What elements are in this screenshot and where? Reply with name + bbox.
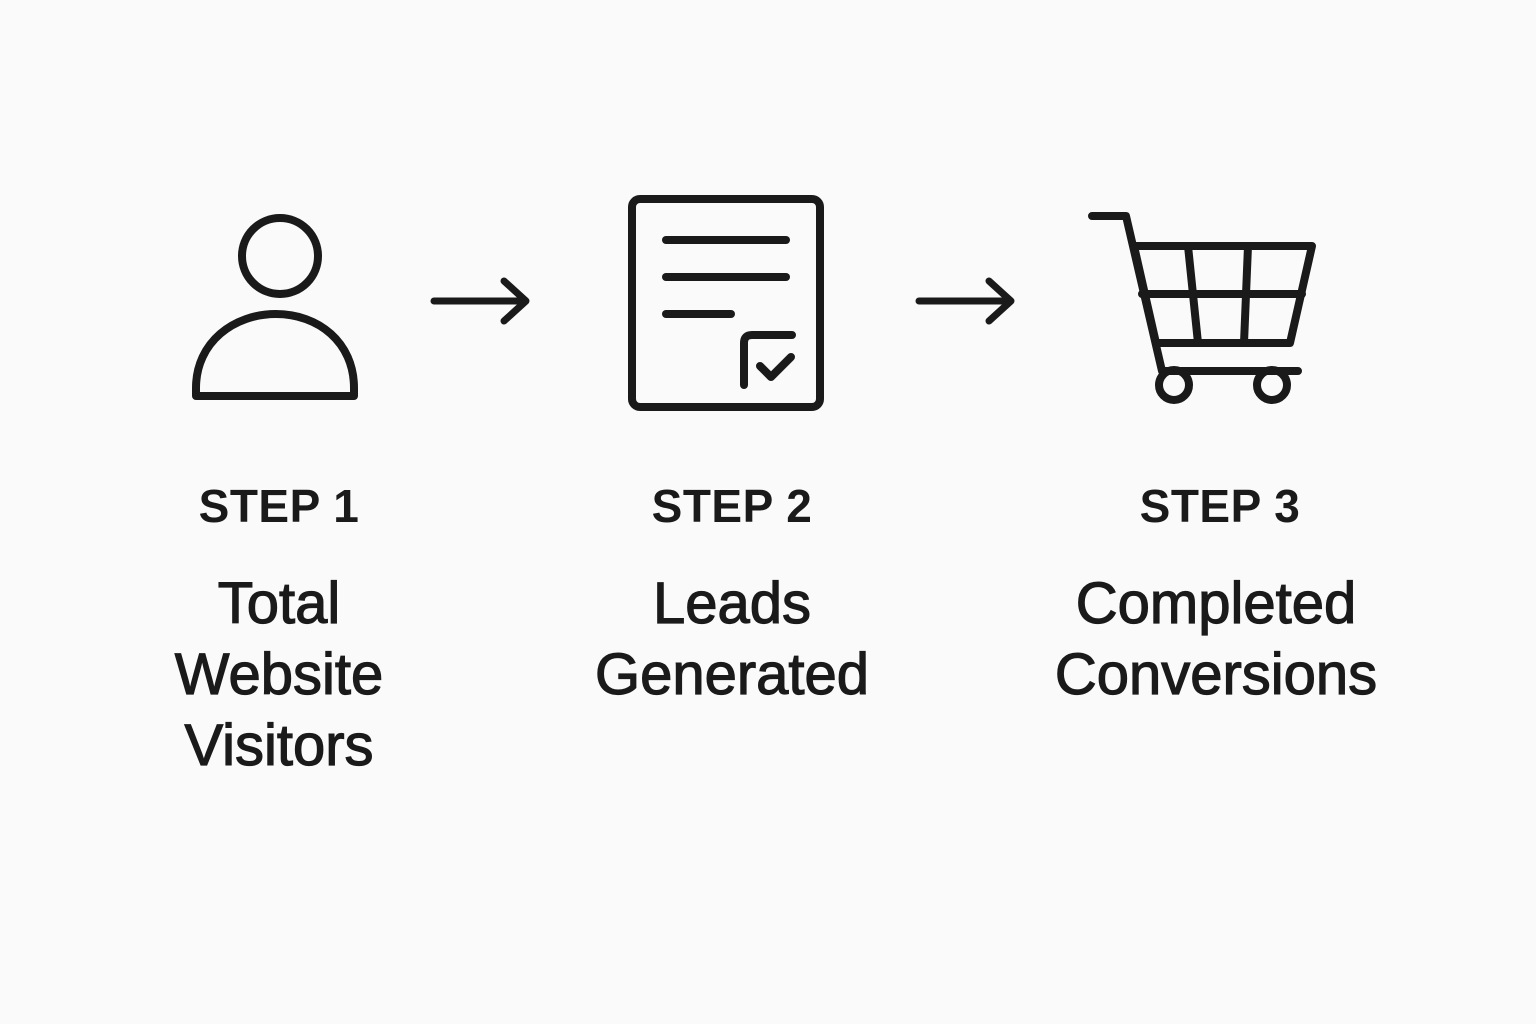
- connector-arrow-1: [430, 276, 534, 326]
- shopping-cart-icon: [1088, 212, 1316, 404]
- step-1-label: STEP 1: [198, 480, 360, 532]
- step-3-label: STEP 3: [1139, 480, 1301, 532]
- step-2-title: Leads Generated: [522, 568, 942, 710]
- step-1-title-line-1: Total: [217, 570, 341, 636]
- step-1-title-line-2: Website: [174, 641, 384, 707]
- document-check-icon: [628, 195, 824, 411]
- connector-arrow-2: [915, 276, 1019, 326]
- step-2-icon: [626, 193, 826, 413]
- step-1-title-line-3: Visitors: [184, 712, 374, 778]
- step-3-title-line-1: Completed: [1075, 570, 1357, 636]
- step-2-label: STEP 2: [651, 480, 813, 532]
- step-1-icon: [190, 210, 360, 405]
- step-3-icon: [1086, 208, 1321, 408]
- step-1-title: Total Website Visitors: [69, 568, 489, 781]
- step-2-title-line-1: Leads: [652, 570, 812, 636]
- user-icon: [192, 214, 358, 400]
- step-2-title-line-2: Generated: [594, 641, 870, 707]
- step-3-title-line-2: Conversions: [1054, 641, 1378, 707]
- step-3-title: Completed Conversions: [1006, 568, 1426, 710]
- arrow-right-icon: [430, 277, 530, 325]
- arrow-right-icon: [915, 277, 1015, 325]
